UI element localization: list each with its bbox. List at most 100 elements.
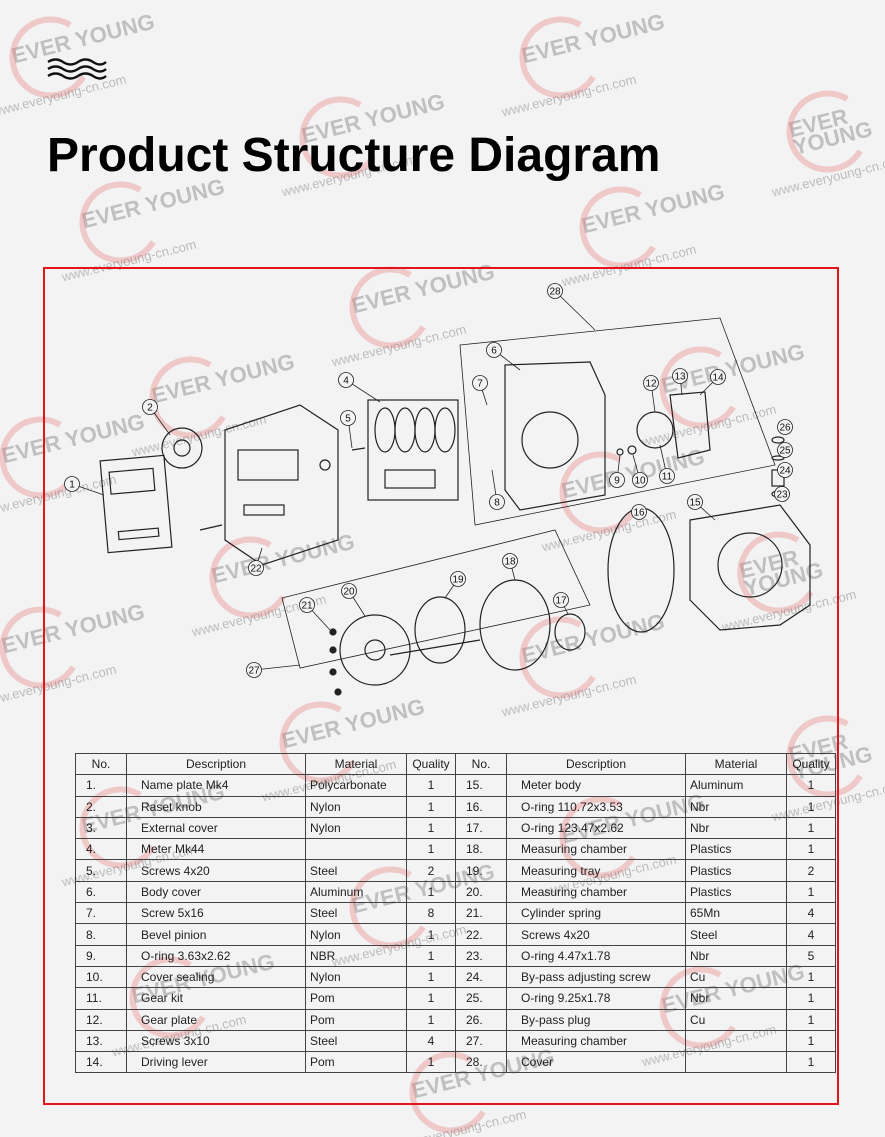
- table-cell: 28.: [455, 1051, 507, 1074]
- callout-4: 4: [338, 372, 381, 403]
- table-cell: Steel: [305, 902, 407, 925]
- column-header: Quality: [406, 752, 456, 776]
- table-cell: 1: [406, 944, 456, 967]
- diagram-frame: [43, 267, 839, 1105]
- table-cell: 1: [786, 880, 836, 904]
- svg-text:11: 11: [662, 472, 673, 483]
- svg-text:27: 27: [248, 666, 260, 677]
- table-cell: 21.: [455, 902, 507, 925]
- table-cell: Steel: [685, 923, 787, 946]
- table-cell: Screws 4x20: [126, 859, 306, 882]
- callout-7: 7: [472, 375, 488, 406]
- table-cell: 6.: [75, 880, 127, 904]
- table-cell: Gear plate: [126, 1008, 306, 1031]
- svg-text:1: 1: [69, 480, 75, 491]
- table-cell: 1: [406, 923, 456, 946]
- table-cell: 1: [786, 795, 836, 818]
- table-cell: Cylinder spring: [506, 902, 686, 925]
- table-cell: By-pass adjusting screw: [506, 965, 686, 989]
- table-cell: [685, 1029, 787, 1053]
- table-cell: 4.: [75, 838, 127, 861]
- table-cell: Pom: [305, 1051, 407, 1074]
- svg-text:15: 15: [689, 498, 701, 509]
- table-cell: Raset knob: [126, 795, 306, 818]
- svg-text:21: 21: [301, 601, 313, 612]
- page-title: Product Structure Diagram: [47, 129, 661, 182]
- table-cell: Meter body: [506, 774, 686, 797]
- svg-text:8: 8: [494, 498, 500, 509]
- callout-21: 21: [299, 597, 331, 631]
- table-cell: Nbr: [685, 816, 787, 840]
- table-cell: 12.: [75, 1008, 127, 1031]
- table-cell: Cover: [506, 1051, 686, 1074]
- reset-knob: [161, 427, 203, 469]
- callout-6: 6: [486, 342, 521, 371]
- column-header: Material: [685, 752, 787, 776]
- svg-text:6: 6: [491, 346, 497, 357]
- meter-mk44: [367, 399, 459, 501]
- table-cell: 4: [786, 902, 836, 925]
- table-cell: 1: [406, 816, 456, 840]
- table-cell: 17.: [455, 816, 507, 840]
- table-cell: NBR: [305, 944, 407, 967]
- svg-text:22: 22: [250, 564, 262, 575]
- table-cell: 1: [406, 987, 456, 1010]
- table-cell: External cover: [126, 816, 306, 840]
- table-cell: Nylon: [305, 965, 407, 989]
- svg-text:26: 26: [779, 423, 791, 434]
- table-cell: Pom: [305, 1008, 407, 1031]
- table-cell: 1: [786, 1029, 836, 1053]
- table-cell: Cu: [685, 965, 787, 989]
- svg-text:7: 7: [477, 379, 483, 390]
- waves-icon: [47, 58, 107, 80]
- table-cell: 19.: [455, 859, 507, 882]
- table-cell: 1: [406, 838, 456, 861]
- callout-5: 5: [340, 410, 356, 449]
- table-cell: Nbr: [685, 795, 787, 818]
- callout-28: 28: [547, 283, 596, 331]
- table-cell: [305, 838, 407, 861]
- callout-10: 10: [632, 454, 648, 488]
- callout-26: 26: [777, 419, 793, 435]
- table-cell: 2: [406, 859, 456, 882]
- svg-text:10: 10: [634, 476, 646, 487]
- svg-text:24: 24: [779, 466, 791, 477]
- column-header: Description: [506, 752, 686, 776]
- table-cell: 27.: [455, 1029, 507, 1053]
- table-cell: 7.: [75, 902, 127, 925]
- callout-13: 13: [672, 368, 688, 396]
- table-cell: 20.: [455, 880, 507, 904]
- table-cell: 14.: [75, 1051, 127, 1074]
- table-cell: Nbr: [685, 987, 787, 1010]
- table-cell: 4: [406, 1029, 456, 1053]
- table-cell: Plastics: [685, 838, 787, 861]
- table-cell: Driving lever: [126, 1051, 306, 1074]
- callout-8: 8: [489, 469, 505, 510]
- column-header: No.: [455, 752, 507, 776]
- svg-text:14: 14: [712, 373, 724, 384]
- callout-15: 15: [687, 494, 716, 521]
- table-cell: 65Mn: [685, 902, 787, 925]
- table-cell: 13.: [75, 1029, 127, 1053]
- name-plate: [99, 454, 173, 554]
- table-cell: O-ring 9.25x1.78: [506, 987, 686, 1010]
- callout-23: 23: [774, 486, 790, 502]
- table-cell: 22.: [455, 923, 507, 946]
- table-cell: 23.: [455, 944, 507, 967]
- table-cell: 1: [406, 774, 456, 797]
- callout-24: 24: [777, 462, 793, 478]
- table-cell: 1: [786, 838, 836, 861]
- table-cell: Measuring chamber: [506, 1029, 686, 1053]
- callout-20: 20: [341, 583, 366, 617]
- callout-19: 19: [444, 571, 466, 599]
- table-cell: Measuring chamber: [506, 838, 686, 861]
